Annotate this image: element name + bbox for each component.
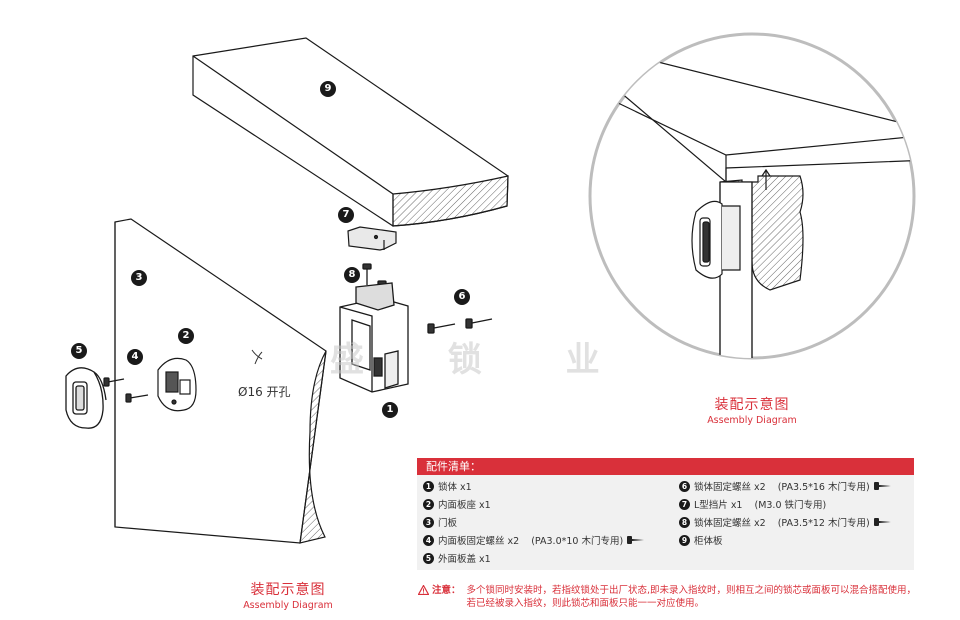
lock-body: [339, 282, 409, 393]
part-item-1: 1 锁体 x1: [423, 479, 472, 493]
part-number: 8: [679, 516, 690, 528]
part-number: 2: [423, 498, 434, 510]
part-name: L型挡片 x1: [694, 500, 743, 511]
part-number: 5: [423, 552, 434, 564]
l-bracket: [347, 226, 397, 251]
callout-1: 1: [382, 402, 398, 418]
part-name: 锁体 x1: [438, 482, 472, 493]
notice: 注意： 多个锁同时安装时，若指纹锁处于出厂状态,即未录入指纹时，则相互之间的锁芯…: [418, 584, 918, 610]
callout-2: 2: [178, 328, 194, 344]
part-name: 锁体固定螺丝 x2: [694, 482, 766, 493]
callout-4: 4: [127, 349, 143, 365]
hole-size-label: Ø16 开孔: [238, 385, 291, 399]
callout-3: 3: [131, 270, 147, 286]
callout-6: 6: [454, 289, 470, 305]
part-item-3: 3 门板: [423, 515, 457, 529]
part-note: (PA3.5*12 木门专用): [777, 518, 870, 529]
part-note: (PA3.0*10 木门专用): [531, 536, 624, 547]
caption-right-en: Assembly Diagram: [707, 415, 797, 426]
part-name: 内面板固定螺丝 x2: [438, 536, 520, 547]
detail-magnifier: [588, 32, 916, 360]
inner-panel-screws: [103, 377, 149, 403]
caption-left-en: Assembly Diagram: [243, 600, 333, 611]
part-item-8: 8 锁体固定螺丝 x2 (PA3.5*12 木门专用): [679, 515, 892, 529]
parts-list-panel: 配件清单： 1 锁体 x1 2 内面板座 x1 3 门板 4 内面板固定螺丝 x…: [417, 458, 914, 570]
part-item-6: 6 锁体固定螺丝 x2 (PA3.5*16 木门专用): [679, 479, 892, 493]
drill-hole-marker: [251, 349, 263, 365]
part-name: 门板: [438, 518, 458, 529]
screw-icon: [873, 482, 891, 490]
part-number: 1: [423, 480, 434, 492]
door-panel: [114, 218, 327, 544]
part-number: 9: [679, 534, 690, 546]
cabinet-board: [192, 37, 509, 227]
callout-8: 8: [344, 267, 360, 283]
part-note: (PA3.5*16 木门专用): [777, 482, 870, 493]
callout-7: 7: [338, 207, 354, 223]
screw-icon: [627, 536, 645, 544]
watermark: 盛 锁 业: [330, 340, 636, 380]
warning-icon: [418, 585, 429, 595]
caption-left: 装配示意图 Assembly Diagram: [228, 579, 348, 611]
screw-icon: [873, 518, 891, 526]
part-name: 外面板盖 x1: [438, 554, 491, 565]
caption-left-cn: 装配示意图: [250, 582, 326, 598]
part-name: 锁体固定螺丝 x2: [694, 518, 766, 529]
part-item-7: 7 L型挡片 x1 (M3.0 铁门专用): [679, 497, 826, 511]
part-number: 7: [679, 498, 690, 510]
part-item-5: 5 外面板盖 x1: [423, 551, 491, 565]
part-note: (M3.0 铁门专用): [754, 500, 827, 511]
callout-5: 5: [71, 343, 87, 359]
callout-9: 9: [320, 81, 336, 97]
notice-label: 注意：: [418, 584, 461, 610]
part-item-4: 4 内面板固定螺丝 x2 (PA3.0*10 木门专用): [423, 533, 645, 547]
outer-panel-cover: [65, 367, 107, 429]
part-item-9: 9 柜体板: [679, 533, 723, 547]
notice-text: 多个锁同时安装时，若指纹锁处于出厂状态,即未录入指纹时，则相互之间的锁芯或面板可…: [466, 585, 917, 609]
caption-right-cn: 装配示意图: [714, 397, 790, 413]
part-number: 4: [423, 534, 434, 546]
caption-right: 装配示意图 Assembly Diagram: [692, 394, 812, 426]
notice-label-text: 注意：: [432, 585, 461, 596]
inner-panel-base: [157, 357, 197, 412]
parts-list-title: 配件清单：: [417, 458, 914, 475]
part-name: 柜体板: [694, 536, 723, 547]
part-number: 3: [423, 516, 434, 528]
part-number: 6: [679, 480, 690, 492]
part-name: 内面板座 x1: [438, 500, 491, 511]
lock-body-screws-pa35x16: [427, 318, 493, 334]
part-item-2: 2 内面板座 x1: [423, 497, 491, 511]
